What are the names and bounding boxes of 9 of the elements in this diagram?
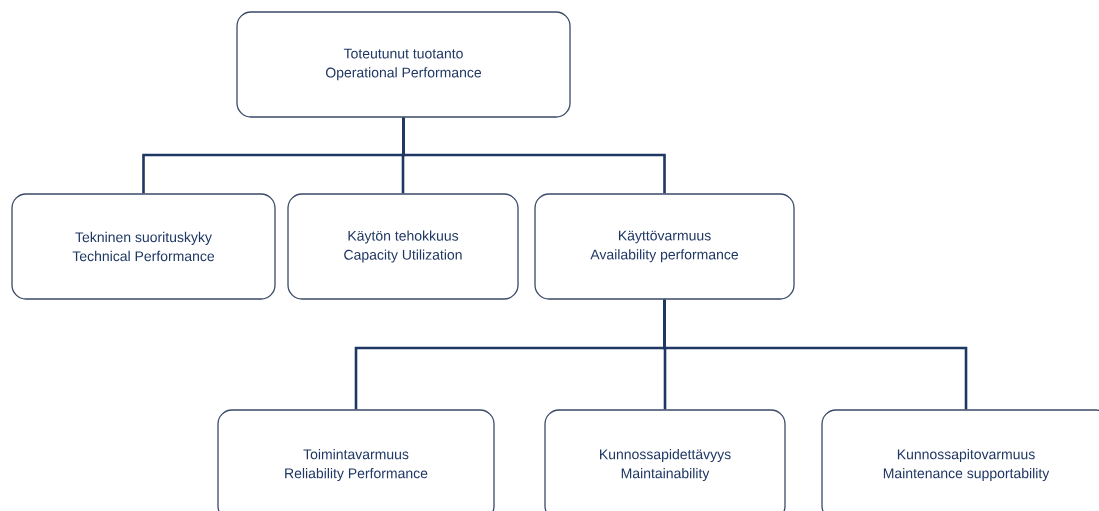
process-box: Käyttövarmuus Availability performance (534, 193, 795, 300)
process-box: Toimintavarmuus Reliability Performance (217, 409, 495, 511)
process-box: Tekninen suorituskyky Technical Performance (11, 193, 276, 300)
connector-line (663, 299, 968, 410)
process-box: Kunnossapidettävyys Maintainability (544, 409, 786, 511)
process-box: Toteutunut tuotanto Operational Performance (236, 11, 571, 118)
process-box: Käytön tehokkuus Capacity Utilization (287, 193, 519, 300)
process-box: Kunnossapitovarmuus Maintenance supportability (821, 409, 1099, 511)
connector-line (402, 117, 666, 194)
